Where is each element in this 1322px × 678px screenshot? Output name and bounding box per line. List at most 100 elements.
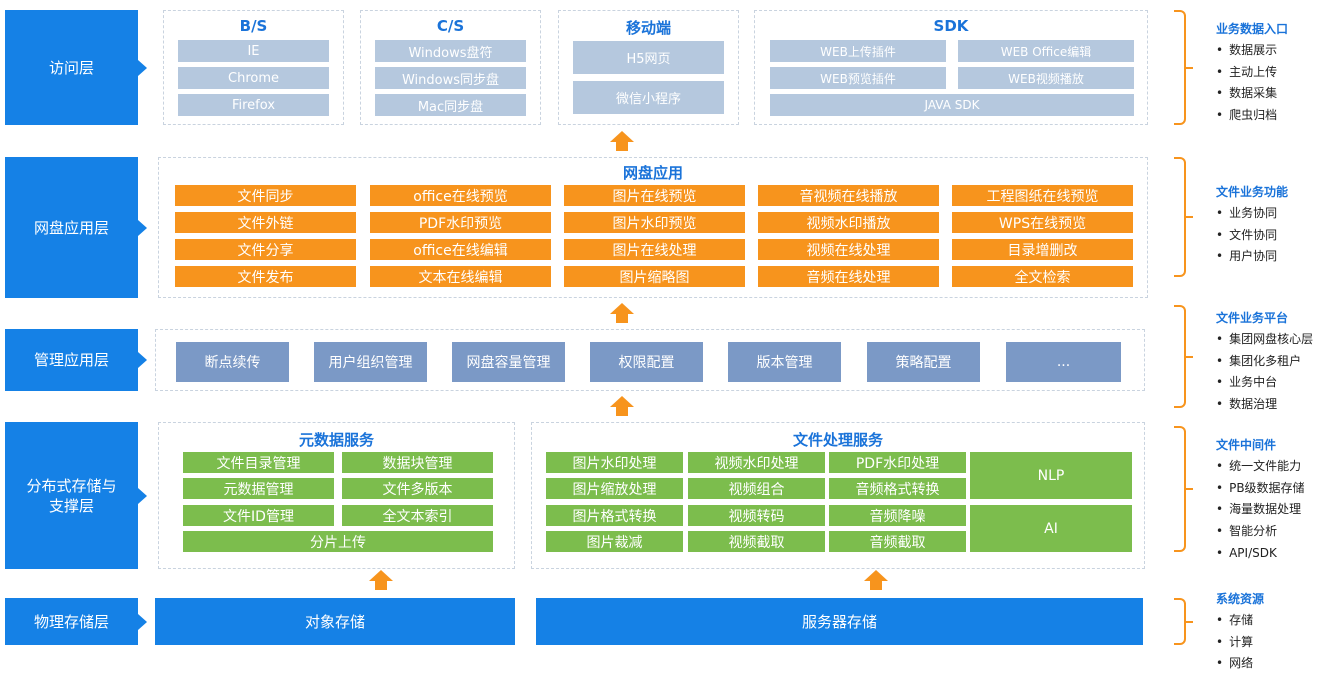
access-item: Windows同步盘 — [375, 67, 526, 89]
access-item: JAVA SDK — [770, 94, 1134, 116]
fileproc-item: 视频转码 — [688, 505, 825, 526]
layer-physical: 物理存储层 — [5, 598, 147, 645]
arrow-right-icon — [138, 352, 147, 368]
netdisk-item: office在线编辑 — [370, 239, 551, 260]
fileproc-item: 图片格式转换 — [546, 505, 683, 526]
access-item: H5网页 — [573, 41, 724, 74]
fileproc-item: 图片裁减 — [546, 531, 683, 552]
panel-title: 移动端 — [625, 19, 671, 37]
access-item: WEB视频播放 — [958, 67, 1134, 89]
layer-label: 访问层 — [48, 58, 94, 77]
side-item: 数据展示 — [1216, 43, 1322, 57]
panel-netdisk: 网盘应用 文件同步 office在线预览 图片在线预览 音视频在线播放 工程图纸… — [158, 157, 1148, 298]
arrow-right-icon — [138, 613, 147, 630]
fileproc-item: 音频格式转换 — [829, 478, 966, 499]
layer-access: 访问层 — [5, 10, 147, 125]
side-title: 文件中间件 — [1216, 438, 1277, 452]
netdisk-item: 图片水印预览 — [564, 212, 745, 233]
management-item: 断点续传 — [176, 342, 289, 382]
side-item: 集团化多租户 — [1216, 354, 1322, 368]
side-group: 文件业务功能 业务协同 文件协同 用户协同 — [1216, 184, 1322, 271]
layer-label: 分布式存储与 支撑层 — [26, 476, 117, 515]
metadata-item: 文件多版本 — [342, 478, 493, 499]
access-item: 微信小程序 — [573, 81, 724, 114]
access-item: WEB上传插件 — [770, 40, 946, 62]
fileproc-nlp: NLP — [970, 452, 1132, 499]
panel-mobile: 移动端 H5网页 微信小程序 — [558, 10, 739, 125]
management-item: 权限配置 — [590, 342, 703, 382]
fileproc-item: 图片水印处理 — [546, 452, 683, 473]
panel-cs: C/S Windows盘符 Windows同步盘 Mac同步盘 — [360, 10, 541, 125]
side-item: PB级数据存储 — [1216, 481, 1322, 495]
access-item: Chrome — [178, 67, 329, 89]
server-storage: 服务器存储 — [536, 598, 1143, 645]
management-item: 策略配置 — [867, 342, 980, 382]
netdisk-item: 全文检索 — [952, 266, 1133, 287]
layer-management: 管理应用层 — [5, 329, 147, 391]
arrow-up-icon — [610, 396, 634, 416]
side-item: 海量数据处理 — [1216, 502, 1322, 516]
layer-label: 物理存储层 — [33, 612, 109, 631]
metadata-item: 分片上传 — [183, 531, 493, 552]
fileproc-item: 视频组合 — [688, 478, 825, 499]
netdisk-item: 文件发布 — [175, 266, 356, 287]
panel-title: SDK — [933, 17, 969, 35]
access-item: Firefox — [178, 94, 329, 116]
side-item: 文件协同 — [1216, 228, 1322, 242]
side-item: 业务中台 — [1216, 375, 1322, 389]
metadata-item: 文件ID管理 — [183, 505, 334, 526]
netdisk-item: 文件分享 — [175, 239, 356, 260]
access-item: WEB预览插件 — [770, 67, 946, 89]
layer-label: 网盘应用层 — [33, 218, 109, 237]
side-item: 用户协同 — [1216, 249, 1322, 263]
side-item: 网络 — [1216, 656, 1322, 670]
fileproc-item: 图片缩放处理 — [546, 478, 683, 499]
side-title: 文件业务功能 — [1216, 185, 1289, 199]
object-storage: 对象存储 — [155, 598, 515, 645]
metadata-item: 元数据管理 — [183, 478, 334, 499]
brace-icon — [1174, 157, 1193, 277]
access-item: Mac同步盘 — [375, 94, 526, 116]
fileproc-ai: AI — [970, 505, 1132, 552]
netdisk-item: office在线预览 — [370, 185, 551, 206]
fileproc-item: PDF水印处理 — [829, 452, 966, 473]
management-item: 网盘容量管理 — [452, 342, 565, 382]
layer-label: 管理应用层 — [33, 351, 109, 369]
netdisk-item: 音频在线处理 — [758, 266, 939, 287]
management-item: 版本管理 — [728, 342, 841, 382]
side-item: 存储 — [1216, 613, 1322, 627]
arrow-up-icon — [610, 131, 634, 151]
side-item: 统一文件能力 — [1216, 459, 1322, 473]
panel-title: 元数据服务 — [298, 431, 374, 449]
netdisk-item: 文件外链 — [175, 212, 356, 233]
netdisk-item: 视频在线处理 — [758, 239, 939, 260]
panel-fileproc: 文件处理服务 图片水印处理 视频水印处理 PDF水印处理 图片缩放处理 视频组合… — [531, 422, 1145, 569]
netdisk-item: 音视频在线播放 — [758, 185, 939, 206]
netdisk-item: WPS在线预览 — [952, 212, 1133, 233]
arrow-right-icon — [138, 487, 147, 504]
arrow-up-icon — [369, 570, 393, 590]
netdisk-item: 目录增删改 — [952, 239, 1133, 260]
netdisk-item: 图片在线预览 — [564, 185, 745, 206]
side-title: 文件业务平台 — [1216, 311, 1289, 325]
netdisk-item: 工程图纸在线预览 — [952, 185, 1133, 206]
metadata-item: 全文本索引 — [342, 505, 493, 526]
netdisk-item: 图片缩略图 — [564, 266, 745, 287]
panel-title: B/S — [239, 17, 268, 35]
metadata-item: 数据块管理 — [342, 452, 493, 473]
side-item: 计算 — [1216, 635, 1322, 649]
brace-icon — [1174, 598, 1193, 645]
brace-icon — [1174, 10, 1193, 125]
side-item: 集团网盘核心层 — [1216, 332, 1322, 346]
access-item: WEB Office编辑 — [958, 40, 1134, 62]
netdisk-item: 文本在线编辑 — [370, 266, 551, 287]
management-item: 用户组织管理 — [314, 342, 427, 382]
fileproc-item: 音频截取 — [829, 531, 966, 552]
arrow-up-icon — [610, 303, 634, 323]
netdisk-item: 图片在线处理 — [564, 239, 745, 260]
panel-management: 断点续传 用户组织管理 网盘容量管理 权限配置 版本管理 策略配置 ... — [155, 329, 1145, 391]
netdisk-item: 视频水印播放 — [758, 212, 939, 233]
side-item: 智能分析 — [1216, 524, 1322, 538]
side-item: 数据采集 — [1216, 86, 1322, 100]
panel-metadata: 元数据服务 文件目录管理 数据块管理 元数据管理 文件多版本 文件ID管理 全文… — [158, 422, 515, 569]
